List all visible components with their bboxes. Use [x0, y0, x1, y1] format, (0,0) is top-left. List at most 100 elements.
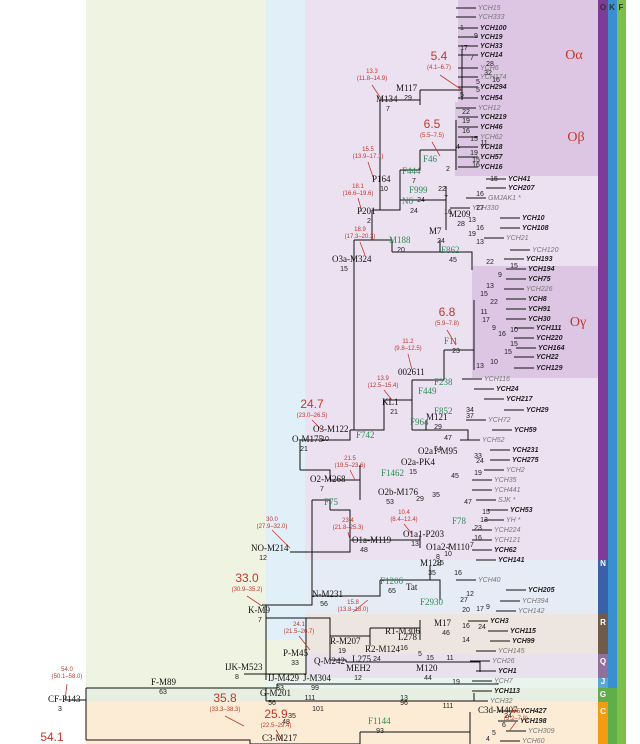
leaf-label: YCH394	[522, 598, 549, 605]
support-value: 13	[486, 283, 494, 290]
date-pointer	[431, 141, 441, 157]
support-value: 65	[388, 588, 396, 595]
support-value: 9	[474, 33, 478, 40]
support-value: 45	[451, 473, 459, 480]
tree-branches	[65, 7, 536, 744]
node-label: Q-M242	[314, 656, 345, 666]
support-value: 15	[409, 469, 417, 476]
leaf-label: YH *	[506, 517, 521, 524]
leaf-label: YCH62	[494, 547, 517, 554]
node-label: F1462	[381, 468, 404, 478]
date-pointer	[439, 74, 463, 91]
leaf-label: YCH26	[492, 658, 515, 665]
divergence-date: 54.1	[40, 730, 64, 744]
leaf-label: YCH141	[498, 557, 525, 564]
divergence-date: 13.9	[377, 376, 389, 382]
support-value: 53	[386, 499, 394, 506]
support-value: 17	[460, 45, 468, 52]
date-pointer	[446, 329, 457, 346]
support-value: 6	[502, 722, 506, 729]
node-label: J-M304	[303, 673, 332, 683]
band-label-R: R	[600, 618, 606, 627]
date-interval: (13.9–17.1)	[353, 154, 384, 160]
node-label: F46	[423, 154, 438, 164]
node-label: C3-M217	[262, 733, 298, 743]
node-label: K-M9	[248, 605, 270, 615]
node-label: F444	[402, 166, 421, 176]
support-value: 34	[466, 407, 474, 414]
leaf-label: YCH220	[536, 335, 563, 342]
branch	[300, 469, 331, 480]
branch	[392, 251, 473, 270]
support-value: 7	[444, 195, 448, 202]
support-value: 10	[444, 551, 452, 558]
band-label-N: N	[600, 559, 606, 568]
support-value: 22	[486, 259, 494, 266]
leaf-label: YCH217	[506, 396, 534, 403]
support-value: 13	[476, 239, 484, 246]
support-value: 2	[367, 218, 371, 225]
support-value: 9	[492, 325, 496, 332]
leaf-label: YCH60	[522, 738, 545, 744]
branch	[354, 239, 393, 252]
date-interval: (16.6–19.6)	[343, 191, 374, 197]
support-value: 48	[282, 719, 290, 726]
leaf-label: YCH6	[480, 65, 499, 72]
leaf-label: YCH16	[480, 164, 503, 171]
node-label: O2a1-M95	[418, 446, 458, 456]
band-label-Q: Q	[600, 657, 606, 666]
leaf-label: YCH113	[494, 688, 520, 695]
support-value: 11	[480, 140, 487, 147]
support-value: 22	[438, 186, 446, 193]
divergence-date: 6.8	[439, 305, 456, 319]
node-label: R2-M124	[365, 644, 401, 654]
leaf-label: YCH10	[522, 215, 545, 222]
branch	[370, 627, 421, 640]
leaf-label: YCH75	[528, 276, 551, 283]
leaf-label: YCH219	[480, 114, 507, 121]
strip-label-F: F	[619, 3, 624, 12]
divergence-date: 23.4	[342, 518, 354, 524]
node-label: P164	[372, 174, 391, 184]
support-value: 7	[320, 486, 324, 493]
haplogroup-strip	[598, 678, 608, 688]
support-value: 16	[444, 209, 452, 216]
divergence-date: 33.0	[235, 571, 259, 585]
branch	[350, 535, 421, 541]
node-label: F964	[410, 417, 429, 427]
branch	[277, 683, 499, 685]
branch	[299, 439, 312, 470]
support-value: 27	[460, 597, 468, 604]
node-label: O2b-M176	[378, 487, 418, 497]
date-pointer	[383, 389, 393, 401]
support-value: 11	[480, 309, 487, 316]
divergence-date: 15.5	[362, 147, 374, 153]
support-value: 13	[480, 517, 488, 524]
branch	[444, 349, 475, 370]
date-interval: (21.5–26.7)	[284, 629, 315, 635]
node-label: F238	[434, 377, 453, 387]
haplogroup-strip	[598, 702, 608, 744]
branch	[312, 499, 331, 510]
node-label: O2a-PK4	[401, 457, 435, 467]
support-value: 1	[460, 25, 464, 32]
divergence-date: 11.2	[402, 339, 414, 345]
branch	[330, 479, 361, 500]
node-label: MEH2	[346, 663, 371, 673]
node-label: O1a-M119	[352, 535, 392, 545]
k-strip	[608, 0, 617, 688]
haplogroup-background-bands	[86, 0, 626, 744]
date-interval: (8.4–12.4)	[390, 517, 417, 523]
node-label: M17	[434, 618, 452, 628]
date-interval: (5.9–7.8)	[435, 321, 459, 327]
support-value: 7	[258, 617, 262, 624]
support-value: 10	[510, 327, 518, 334]
branch	[290, 500, 313, 553]
support-value: 13	[411, 541, 419, 548]
node-label: F852	[434, 406, 453, 416]
divergence-date: 6.5	[424, 117, 441, 131]
support-value: 15	[510, 341, 518, 348]
node-label: F2930	[420, 597, 444, 607]
leaf-label: YCH33	[480, 43, 503, 50]
support-value: 16	[476, 225, 484, 232]
